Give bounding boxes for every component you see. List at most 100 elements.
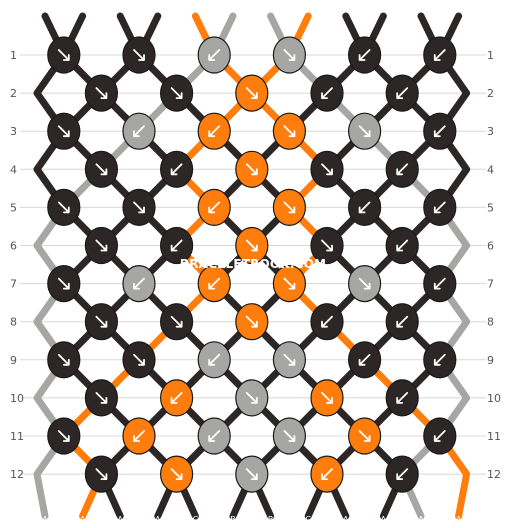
arrow-down-left-icon: [358, 201, 371, 214]
row-number-left: 11: [10, 430, 24, 443]
arrow-down-right-icon: [245, 239, 258, 252]
arrow-down-left-icon: [433, 353, 446, 366]
arrow-down-right-icon: [245, 392, 258, 404]
strand-letter: A: [42, 5, 48, 14]
strand-letter: A: [343, 515, 349, 524]
arrow-down-right-icon: [358, 277, 371, 290]
strand-letter: A: [117, 5, 123, 14]
arrow-down-right-icon: [283, 125, 296, 138]
knot: [272, 265, 306, 303]
knot: [197, 188, 231, 226]
knot: [423, 341, 457, 379]
row-number-right: 10: [487, 392, 501, 405]
knot: [348, 36, 382, 74]
arrow-down-left-icon: [321, 468, 333, 480]
knot: [310, 303, 344, 341]
knot: [348, 265, 382, 303]
knot: [272, 188, 306, 226]
arrow-down-right-icon: [283, 353, 296, 366]
row-number-left: 10: [10, 392, 24, 405]
row-number-right: 3: [487, 125, 494, 138]
arrow-down-right-icon: [245, 87, 258, 99]
arrow-down-right-icon: [283, 430, 296, 442]
arrow-down-left-icon: [433, 277, 446, 290]
strand-letter: A: [456, 515, 462, 524]
knot: [423, 265, 457, 303]
arrow-down-right-icon: [321, 163, 333, 176]
knot: [348, 341, 382, 379]
arrow-down-right-icon: [95, 163, 108, 176]
strand-letter: A: [42, 515, 48, 524]
arrow-down-left-icon: [208, 49, 221, 61]
knot: [197, 265, 231, 303]
knot: [272, 112, 306, 150]
arrow-down-left-icon: [208, 201, 221, 214]
arrow-down-right-icon: [57, 49, 70, 61]
strand-letter: A: [117, 515, 123, 524]
knot: [160, 303, 194, 341]
knot: [122, 188, 156, 226]
arrow-down-left-icon: [170, 163, 183, 176]
arrow-down-left-icon: [396, 163, 409, 176]
row-number-right: 12: [487, 468, 501, 481]
knot: [84, 379, 119, 417]
knot: [272, 417, 306, 455]
strand-letter: B: [268, 5, 274, 14]
arrow-down-right-icon: [57, 277, 70, 290]
arrow-down-right-icon: [57, 125, 70, 138]
knot: [310, 74, 344, 112]
knot: [310, 226, 344, 265]
knot: [385, 226, 419, 265]
knot: [160, 226, 194, 265]
knot: [84, 303, 119, 341]
arrow-down-right-icon: [133, 353, 145, 366]
arrow-down-left-icon: [358, 49, 371, 61]
knot: [235, 74, 269, 112]
arrow-down-right-icon: [283, 277, 296, 290]
arrow-down-left-icon: [433, 125, 446, 138]
arrow-down-left-icon: [396, 315, 409, 328]
arrow-down-right-icon: [358, 125, 371, 138]
arrow-down-left-icon: [321, 87, 333, 99]
knot: [385, 74, 419, 112]
arrow-down-right-icon: [95, 468, 108, 480]
knot: [197, 341, 231, 379]
row-number-right: 1: [487, 49, 494, 62]
knot: [197, 36, 231, 74]
arrow-down-right-icon: [245, 315, 258, 328]
row-number-left: 2: [10, 87, 17, 100]
knot: [423, 36, 457, 74]
knot: [235, 150, 269, 188]
knot: [310, 379, 344, 417]
strand-letter: C: [305, 515, 311, 524]
strand-letter: A: [80, 5, 86, 14]
knot: [385, 303, 419, 341]
arrow-down-left-icon: [358, 353, 371, 366]
strand-letter: C: [193, 515, 199, 524]
knot: [385, 455, 419, 493]
row-number-left: 8: [10, 316, 17, 329]
knot: [47, 417, 81, 455]
strand-letter: A: [418, 5, 424, 14]
knot: [348, 188, 382, 226]
row-number-left: 4: [10, 163, 17, 176]
row-number-left: 12: [10, 468, 24, 481]
knot: [423, 112, 457, 150]
row-number-right: 7: [487, 278, 494, 291]
knot: [122, 265, 156, 303]
arrow-down-left-icon: [208, 277, 221, 290]
arrow-down-left-icon: [396, 87, 409, 99]
strand-letter: B: [230, 515, 236, 524]
knot: [160, 74, 194, 112]
knot: [348, 112, 382, 150]
arrow-down-right-icon: [95, 239, 108, 252]
arrow-down-left-icon: [170, 392, 183, 404]
arrow-down-right-icon: [283, 49, 296, 61]
row-number-left: 5: [10, 201, 17, 214]
arrow-down-right-icon: [133, 201, 145, 214]
arrow-down-left-icon: [396, 468, 409, 480]
row-number-left: 1: [10, 49, 17, 62]
arrow-down-right-icon: [95, 392, 108, 404]
